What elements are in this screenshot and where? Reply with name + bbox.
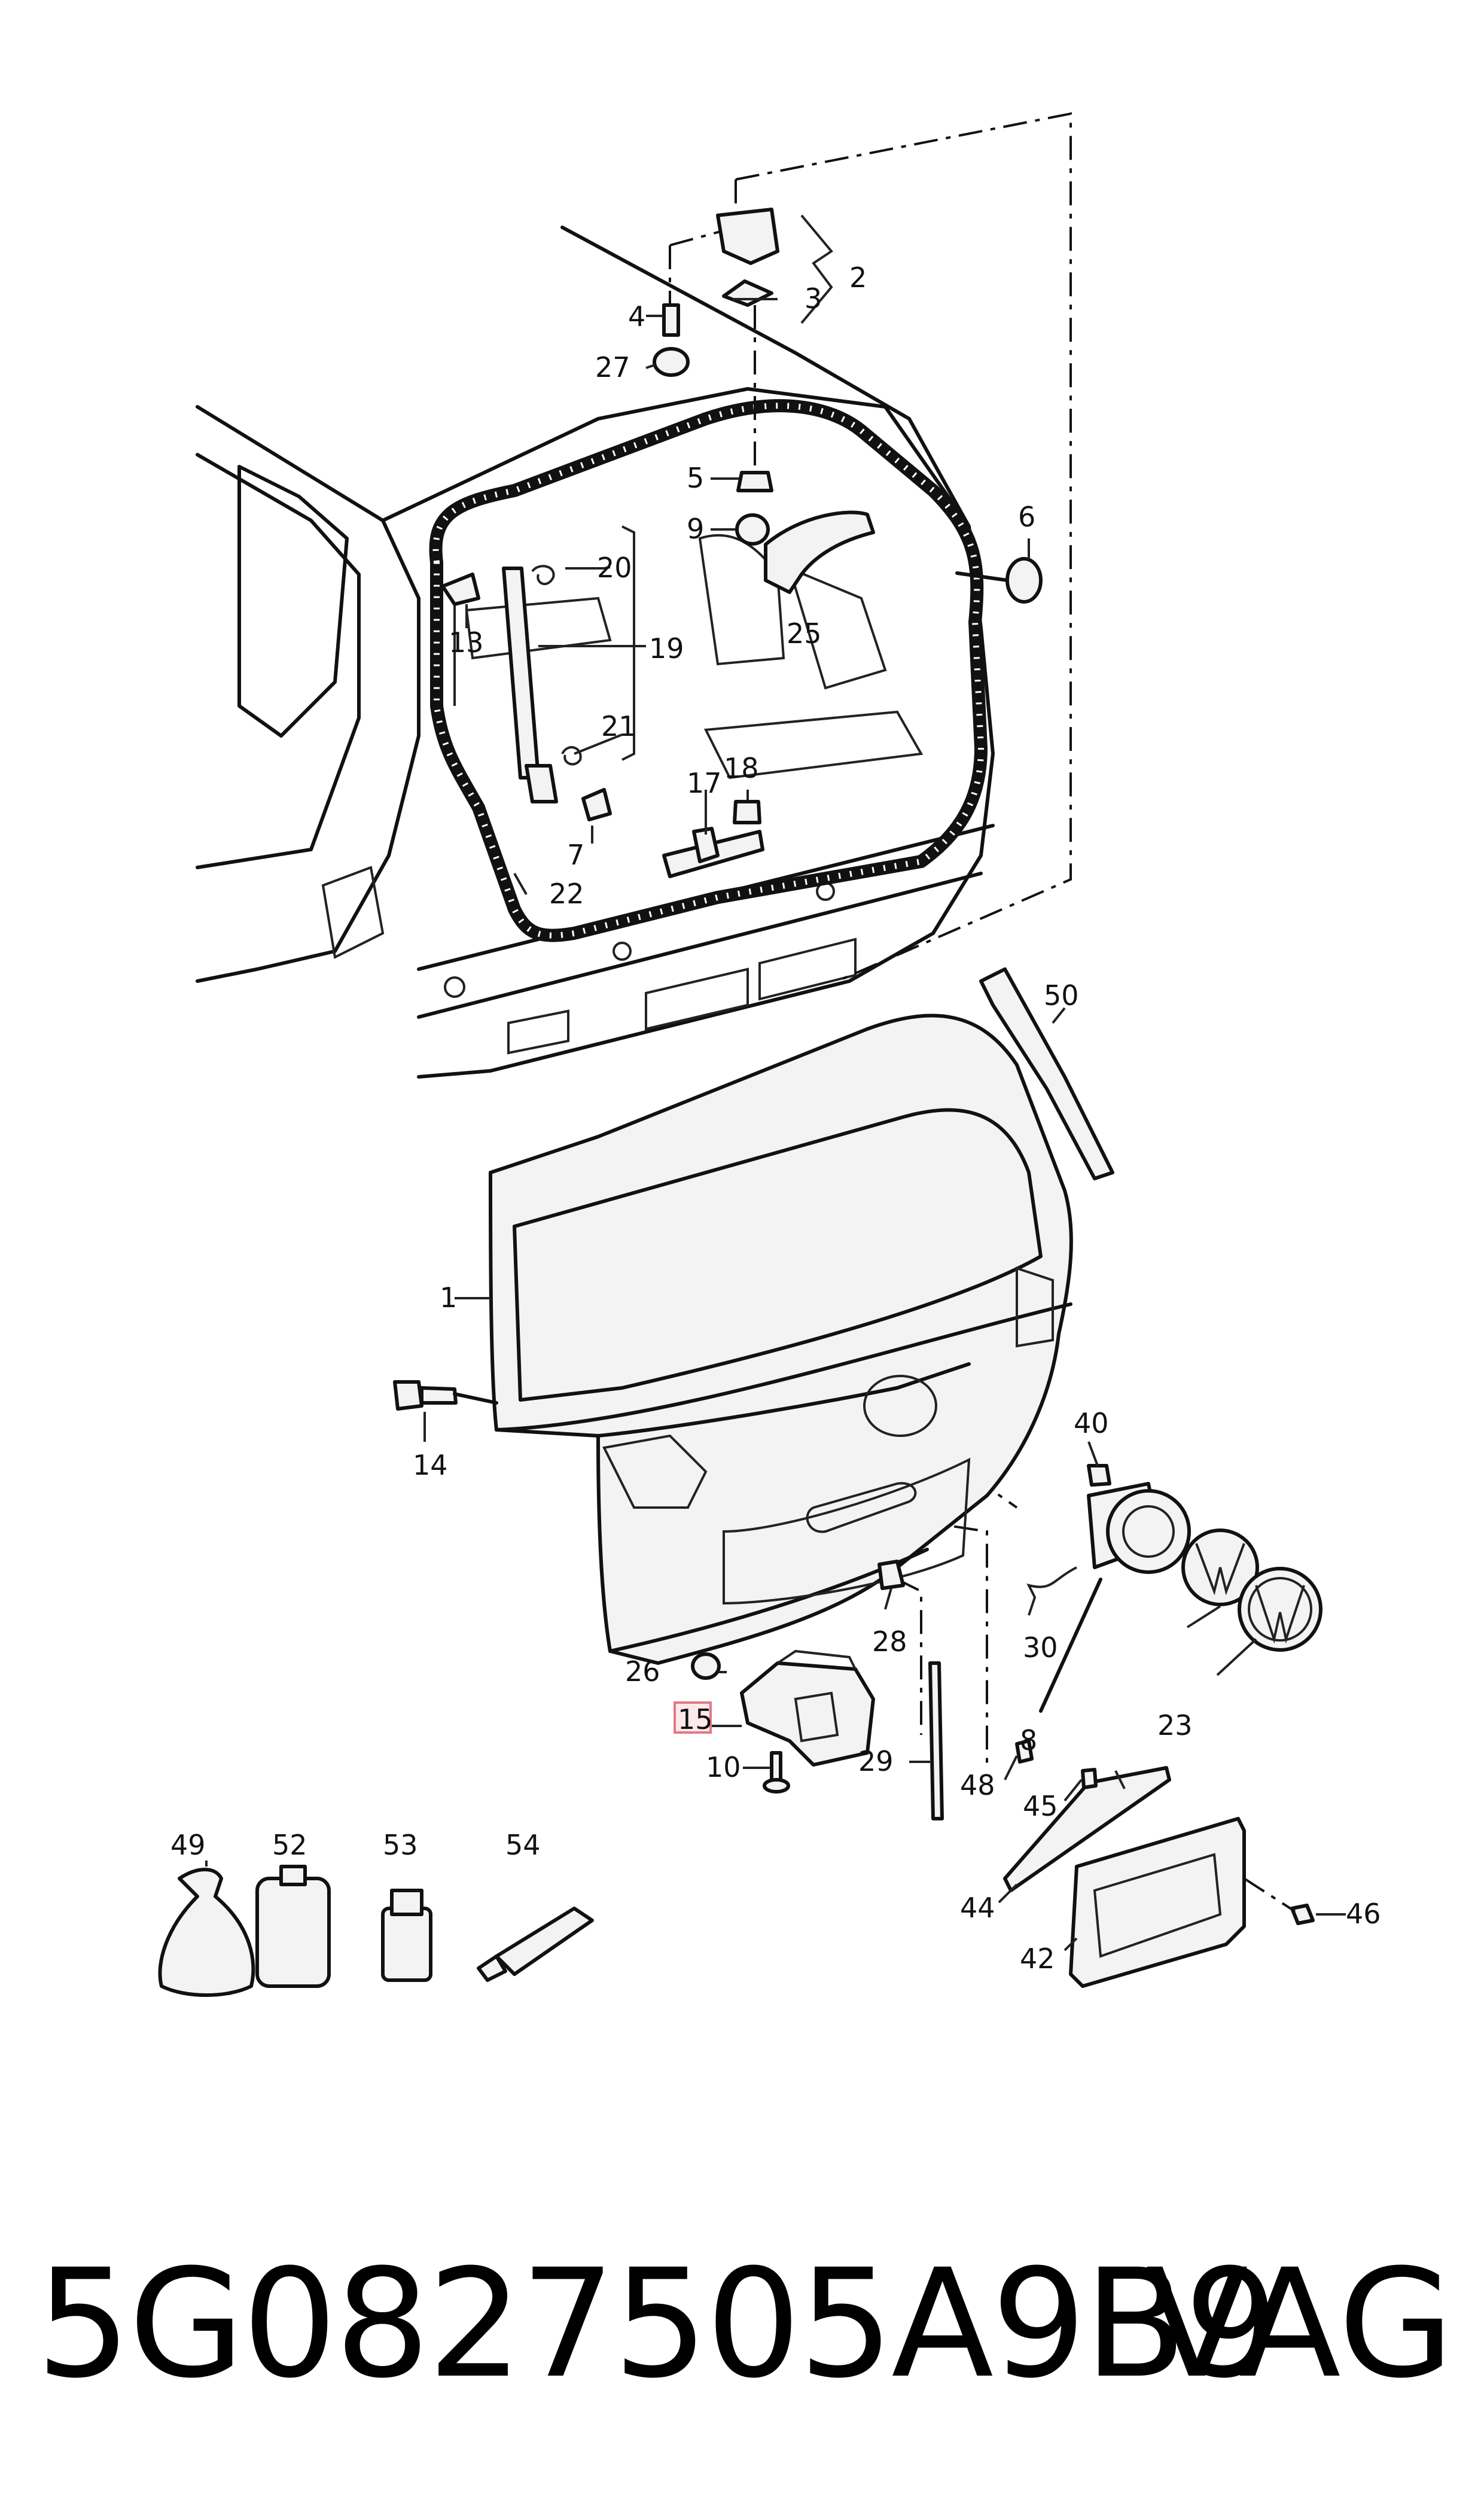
callout-1: 1: [440, 1281, 457, 1314]
brand-name: VAG: [1145, 2237, 1454, 2411]
callout-28: 28: [872, 1625, 907, 1658]
callout-18: 18: [724, 752, 759, 784]
callout-46: 46: [1346, 1898, 1381, 1930]
callout-29: 29: [858, 1745, 894, 1777]
leader-lines: [205, 298, 1346, 1951]
callout-48: 48: [960, 1769, 995, 1801]
callout-49: 49: [170, 1829, 206, 1861]
callout-44: 44: [960, 1892, 995, 1924]
callout-45: 45: [1023, 1790, 1058, 1822]
rubber-buffer: [877, 1560, 905, 1590]
callout-14: 14: [413, 1449, 448, 1481]
callout-5: 5: [687, 462, 704, 494]
callout-42: 42: [1020, 1942, 1055, 1975]
callout-2: 2: [849, 261, 867, 294]
emblem-camera-unit: [1026, 1464, 1191, 1713]
callout-9: 9: [687, 513, 704, 545]
callout-10: 10: [706, 1751, 741, 1783]
callout-8: 8: [1020, 1724, 1037, 1756]
callout-7: 7: [567, 839, 584, 871]
callout-54: 54: [505, 1829, 541, 1861]
gas-strut: [441, 525, 646, 821]
callout-15: 15: [678, 1703, 713, 1735]
vw-emblem: [1181, 1529, 1323, 1652]
pull-rod: [928, 1661, 944, 1820]
rear-spoiler: [979, 967, 1114, 1180]
footer: 5G0827505A9B9 VAG: [0, 2249, 1484, 2501]
callout-3: 3: [805, 282, 822, 315]
rubber-stop: [955, 557, 1043, 604]
callout-13: 13: [449, 626, 484, 659]
callout-6: 6: [1018, 501, 1035, 533]
callout-19: 19: [649, 632, 684, 665]
highlight-box-15: [674, 1701, 712, 1734]
hinge-assembly: [653, 208, 833, 546]
part-number: 5G0827505A9B9: [36, 2237, 1279, 2411]
callout-53: 53: [383, 1829, 418, 1861]
callout-50: 50: [1044, 979, 1079, 1012]
callout-20: 20: [597, 552, 632, 584]
license-plate-assembly: [1003, 1739, 1315, 1988]
accessories: [158, 1865, 594, 1997]
callout-52: 52: [272, 1829, 307, 1861]
door-seal: [429, 399, 988, 942]
callout-40: 40: [1074, 1407, 1109, 1439]
tailgate-lock: [691, 1649, 875, 1794]
callout-27: 27: [595, 351, 630, 383]
callout-21: 21: [601, 710, 636, 742]
callout-4: 4: [628, 300, 645, 333]
callout-labels: 2 3 4 27 5 9 6 20 13 19 25 21 18 17 7 22…: [170, 261, 1381, 1975]
callout-25: 25: [787, 617, 822, 650]
rear-tailgate: [489, 1013, 1073, 1665]
callout-17: 17: [687, 767, 722, 799]
reference-lines: [669, 112, 1072, 1771]
callout-30: 30: [1023, 1631, 1058, 1664]
adjustment-buffer: [393, 1380, 498, 1411]
striker-plate: [662, 800, 764, 878]
callout-22: 22: [549, 878, 584, 910]
wiring-bundle: [764, 510, 875, 594]
callout-26: 26: [625, 1655, 660, 1688]
exploded-parts-diagram: 2 3 4 27 5 9 6 20 13 19 25 21 18 17 7 22…: [158, 112, 1381, 1997]
callout-23: 23: [1157, 1709, 1193, 1741]
